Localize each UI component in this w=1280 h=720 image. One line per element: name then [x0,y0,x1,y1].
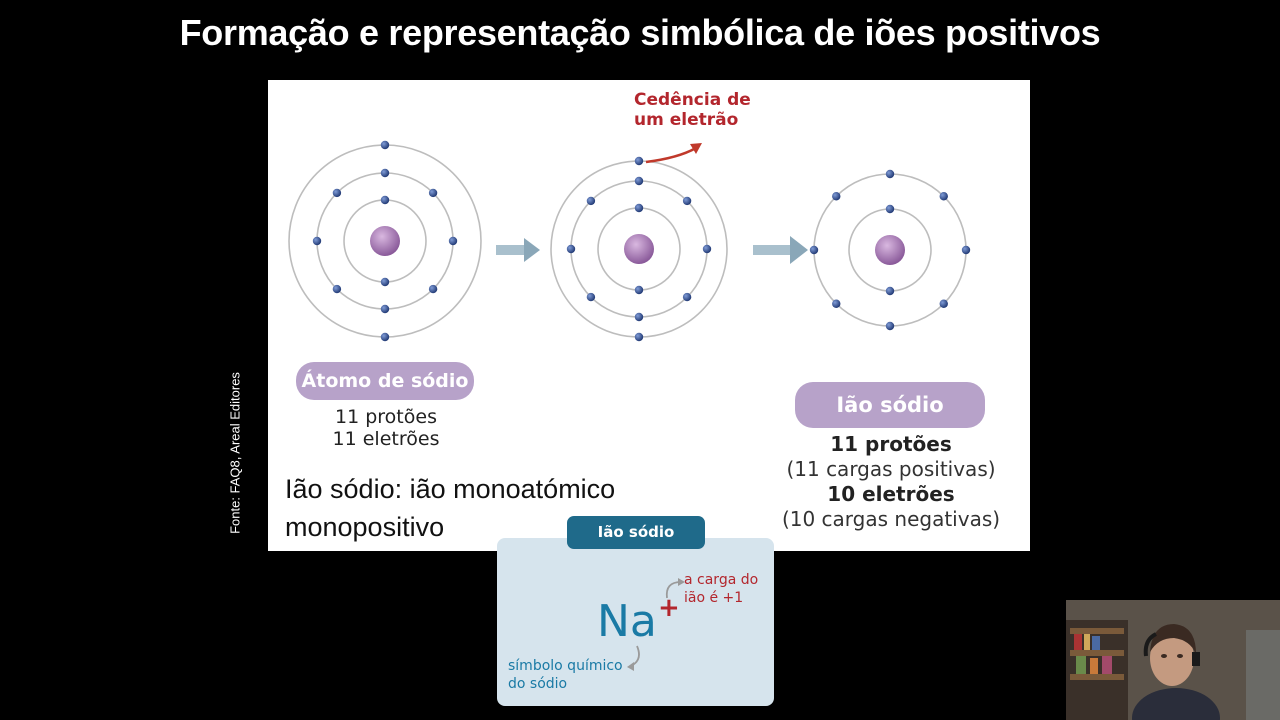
electron [380,304,390,314]
electron [634,176,644,186]
electron-leaving-arrowhead [690,143,702,154]
electron [809,245,819,255]
electron [380,168,390,178]
electron [380,195,390,205]
symbol-pointer-icon [630,645,640,667]
atom-label: Átomo de sódio [296,362,474,400]
nucleus [624,234,654,264]
electron [682,196,692,206]
electron [380,332,390,342]
sodium-ion [809,169,971,331]
atom-info: 11 protões 11 eletrões [332,406,440,450]
electron [832,299,841,308]
electron [448,236,458,246]
electron [380,140,390,150]
electron [682,292,692,302]
arrow-1 [496,238,540,262]
electron [939,299,948,308]
source-credit: Fonte: FAQ8, Areal Editores [227,372,243,534]
electron-donation-annotation: Cedência de um eletrão [634,90,751,130]
electron [586,292,596,302]
ion-charge: + [658,593,680,623]
electron [332,284,342,294]
electron [885,204,895,214]
electron [634,285,644,295]
electron [939,192,948,201]
electron [428,284,438,294]
sodium-atom [288,140,482,342]
nucleus [875,235,905,265]
figure-panel: Cedência de um eletrão Átomo de sódio 11… [268,80,1030,551]
nucleus [370,226,400,256]
slide-title: Formação e representação simbólica de iõ… [179,12,1101,53]
arrow-2 [753,236,808,264]
sodium-atom-losing-electron [550,156,728,342]
symbol-note: símbolo químico do sódio [508,658,623,692]
charge-note: a carga do ião é +1 [684,572,759,606]
ion-label: Ião sódio [795,382,985,428]
card-tab: Ião sódio [567,516,705,549]
electron [566,244,576,254]
electron [332,188,342,198]
electron [961,245,971,255]
electron [885,169,895,179]
electron [634,332,644,342]
electron [634,203,644,213]
electron [634,312,644,322]
definition-text: Ião sódio: ião monoatómico monopositivo [285,474,616,542]
chemical-symbol: Na [597,596,657,647]
electron [885,321,895,331]
electron [885,286,895,296]
presenter-webcam [1066,600,1280,720]
electron [380,277,390,287]
electron [586,196,596,206]
symbol-card: Na + a carga do ião é +1 símbolo químico… [497,538,774,706]
atom-diagram [288,140,971,342]
ion-info: 11 protões (11 cargas positivas) 10 elet… [781,432,1001,531]
electron [702,244,712,254]
electron [832,192,841,201]
electron [634,156,644,166]
electron [312,236,322,246]
electron [428,188,438,198]
electron-leaving-arrow [645,146,697,164]
